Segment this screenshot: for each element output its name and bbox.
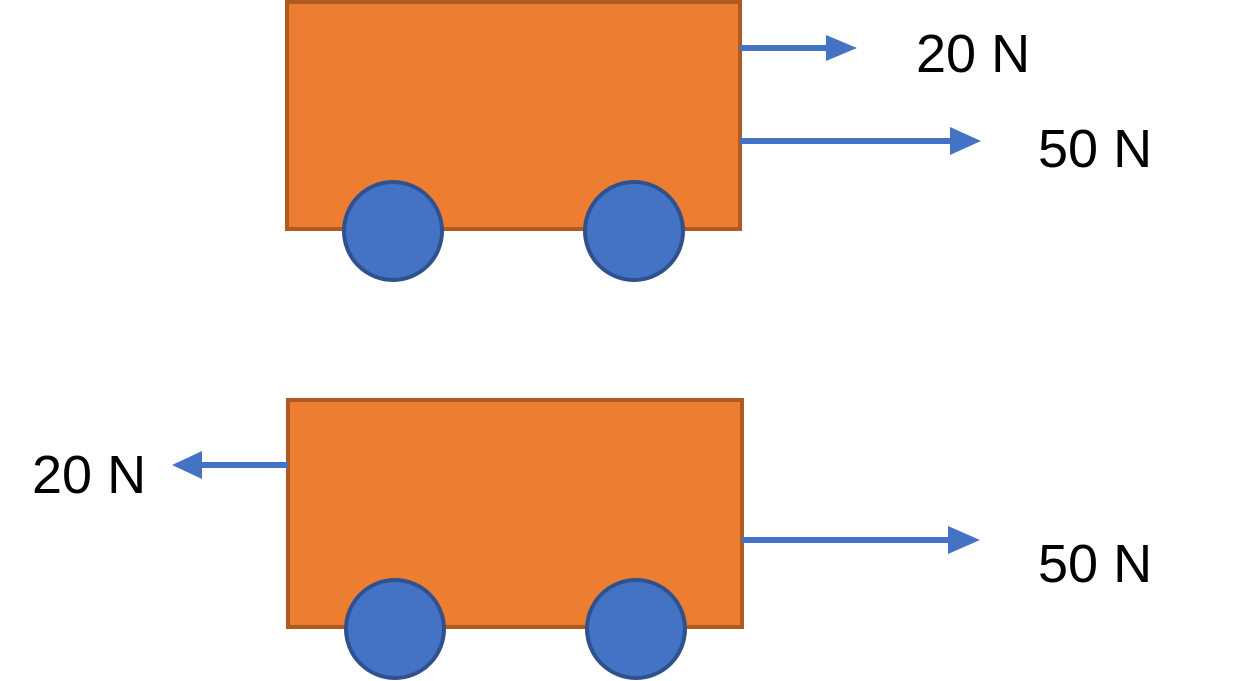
cart-top-force-50-arrow (740, 127, 981, 155)
cart-top-force-20-label: 20 N (916, 24, 1030, 84)
cart-bottom-force-50-arrow (742, 526, 980, 554)
cart-bottom-force-50-label: 50 N (1038, 534, 1152, 594)
cart-top-wheel-right (583, 180, 685, 282)
cart-top-wheel-left (342, 180, 444, 282)
cart-bottom-body (286, 398, 744, 629)
cart-top-force-20-arrow (740, 35, 857, 61)
cart-bottom-wheel-right (585, 578, 687, 680)
cart-bottom-force-20-label: 20 N (32, 445, 146, 505)
cart-top-body (285, 0, 742, 231)
cart-bottom: 20 N 50 N (32, 398, 1152, 680)
cart-top-force-50-label: 50 N (1038, 119, 1152, 179)
cart-bottom-wheel-left (344, 578, 446, 680)
cart-top: 20 N 50 N (285, 0, 1152, 282)
cart-bottom-force-20-arrow (172, 451, 288, 479)
